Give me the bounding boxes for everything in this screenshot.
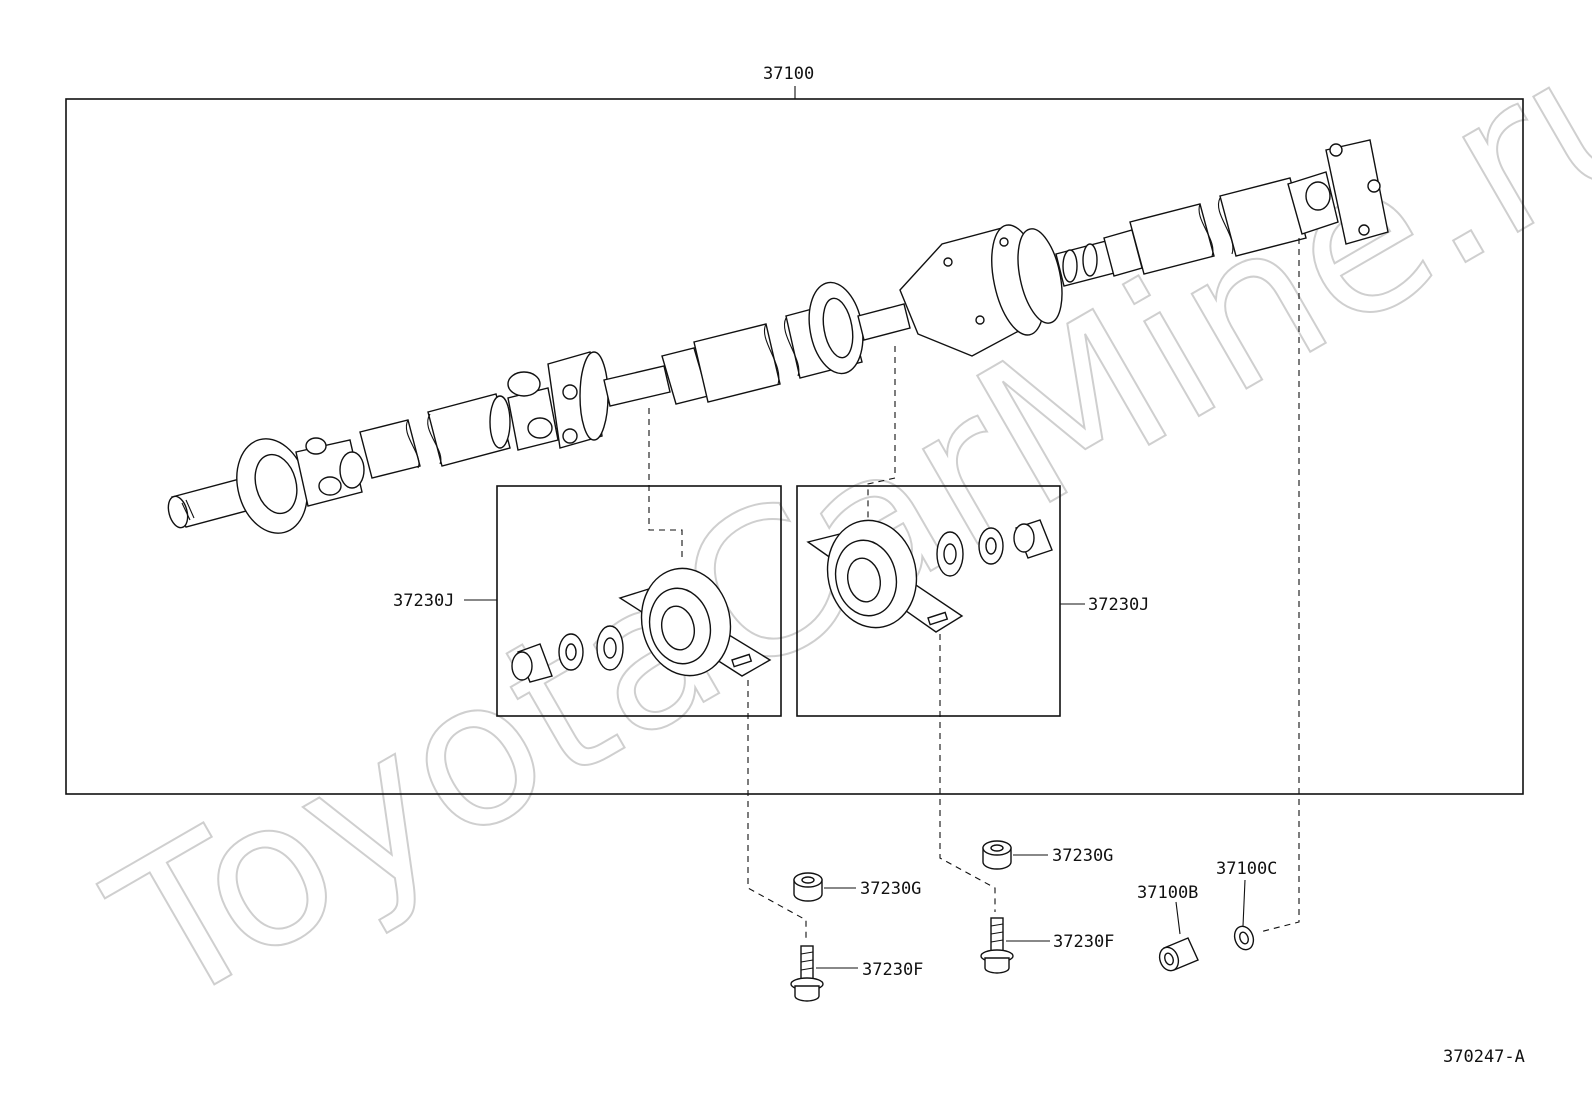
tube-section-3 [857,303,911,341]
ring-leader [1242,879,1246,927]
detail-box-left [496,485,782,717]
center-coupling-housing [899,224,1063,357]
label-37230J-left: 37230J [393,591,454,611]
tube-section-1 [359,393,511,479]
front-universal-joint [295,437,365,507]
diagram-id: 370247-A [1443,1047,1525,1067]
bearing-washers-left [511,625,624,683]
sleeve-37100b [1158,937,1199,972]
label-37230F-right: 37230F [1053,932,1114,952]
propeller-shaft [167,139,1389,534]
center-bearing-left [618,567,772,677]
bolt-left [790,945,824,1002]
washer-left [793,872,823,902]
front-flange [236,438,308,534]
label-37100: 37100 [763,64,814,84]
connection-lines [648,238,1300,940]
tube-section-4 [1055,177,1307,287]
label-37230G-right: 37230G [1052,846,1113,866]
center-universal-joint [507,351,609,451]
sleeve-leader [1175,901,1181,935]
detail-box-right [796,485,1061,717]
bearing-washers-right [936,519,1053,577]
label-37230G-left: 37230G [860,879,921,899]
label-37230F-left: 37230F [862,960,923,980]
label-37100B: 37100B [1137,883,1198,903]
rear-universal-joint [1287,139,1389,245]
intermediate-flange [808,281,864,375]
bolt-right [980,917,1014,974]
washer-right [982,840,1012,870]
center-bearing-right [806,519,964,633]
label-37230J-right: 37230J [1088,595,1149,615]
label-37100C: 37100C [1216,859,1277,879]
ring-37100c [1233,925,1255,951]
